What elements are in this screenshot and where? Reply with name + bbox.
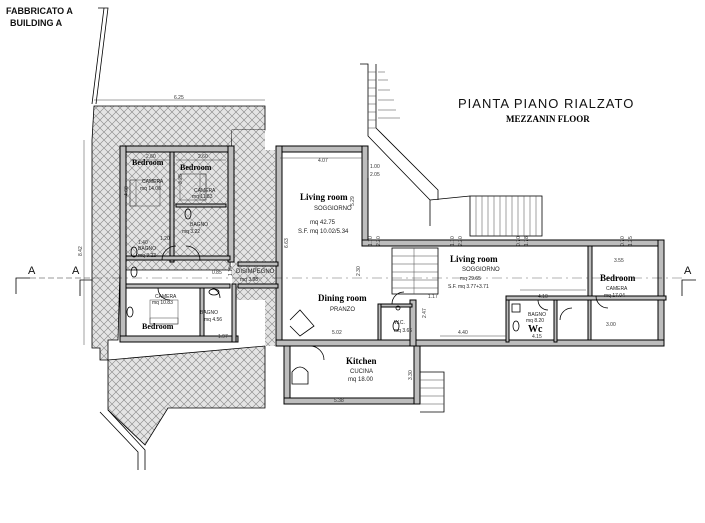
- right-terrace-stairs: [429, 195, 543, 237]
- fixtures: [126, 173, 521, 385]
- dim-label: 3.25: [178, 174, 184, 184]
- dim-label: 1.17: [428, 294, 438, 300]
- room-label-it: CAMERA: [194, 188, 216, 194]
- section-lines: A A A: [15, 265, 696, 296]
- dim-label: 1.78: [524, 236, 530, 246]
- dim-label: 2.05: [370, 172, 380, 178]
- room-area: mq 17.04: [604, 293, 625, 299]
- dim-label: 3.00: [606, 322, 616, 328]
- site-boundary: [91, 7, 146, 470]
- dim-label: 2.20: [376, 236, 382, 246]
- room-area: mq 18.00: [348, 377, 374, 383]
- dim-label: 4.15: [532, 334, 542, 340]
- room-label-it: DISIMPEGNO: [236, 269, 275, 275]
- dim-label: 0.70: [516, 236, 522, 246]
- kitchen-steps: [420, 371, 445, 413]
- room-name: Bedroom: [600, 273, 636, 283]
- room-area: mq 3.98: [240, 277, 258, 283]
- dim-label: 2.47: [422, 308, 428, 318]
- room-label-it: CAMERA: [142, 179, 164, 185]
- dim-label: 1.10: [450, 236, 456, 246]
- room-name: Bedroom: [180, 163, 212, 172]
- room-label-it: BAGNO: [138, 246, 156, 252]
- room-name: Bedroom: [132, 158, 164, 167]
- room-label-it: CAMERA: [155, 294, 177, 300]
- dim-label: 8.42: [78, 246, 84, 256]
- room-name: Living room: [300, 192, 348, 202]
- section-mark-left-2: A: [72, 265, 80, 277]
- room-label-it: SOGGIORNO: [462, 267, 500, 273]
- dim-label: 4.10: [538, 294, 548, 300]
- dim-label: 1.25: [628, 236, 634, 246]
- room-label-it: BAGNO: [528, 312, 546, 318]
- upper-stairs: [360, 63, 439, 226]
- dim-label: 0.85: [212, 270, 222, 276]
- room-name: Kitchen: [346, 356, 377, 366]
- section-mark-right: A: [684, 265, 692, 277]
- dim-label: 4.07: [318, 158, 328, 164]
- dimension-labels: 6.25 2.60 2.60 4.07 1.00 2.05 4.60 3.25 …: [78, 95, 634, 404]
- dim-label: 5.38: [334, 398, 344, 404]
- dim-label: 2.30: [356, 266, 362, 276]
- room-label-it: BAGNO: [200, 310, 218, 316]
- room-surface: S.F. mq 3.77+3.71: [448, 284, 489, 290]
- room-label-it: BAGNO: [190, 222, 208, 228]
- terrace-hatch: [91, 105, 275, 446]
- dim-label: 3.55: [614, 258, 624, 264]
- room-label-it: CAMERA: [606, 286, 628, 292]
- room-label-it: CUCINA: [350, 369, 373, 375]
- dim-label: 6.63: [284, 238, 290, 248]
- dim-label: 5.02: [332, 330, 342, 336]
- room-area: mq 3.66: [394, 328, 412, 334]
- dim-label: 1.97: [218, 334, 228, 340]
- dim-label: 5.29: [350, 196, 356, 206]
- dim-label: 2.20: [458, 236, 464, 246]
- room-area: mq 14.06: [140, 186, 161, 192]
- plan-title-it: PIANTA PIANO RIALZATO: [458, 96, 634, 111]
- dimension-lines: [83, 99, 586, 345]
- dim-label: 4.40: [458, 330, 468, 336]
- dim-label: 1.00: [370, 164, 380, 170]
- room-label-it: SOGGIORNO: [314, 206, 352, 212]
- section-mark-left-1: A: [28, 265, 36, 277]
- walls: [119, 145, 667, 405]
- dim-label: 1.15: [228, 266, 234, 276]
- room-area: mq 3.22: [138, 253, 156, 259]
- dim-label: 2.60: [146, 154, 156, 160]
- building-title-it: FABBRICATO A: [6, 6, 73, 16]
- doors: [157, 245, 609, 361]
- header: FABBRICATO A BUILDING A PIANTA PIANO RIA…: [6, 6, 634, 124]
- room-label-it: PRANZO: [330, 307, 355, 313]
- room-name: Wc: [528, 324, 543, 335]
- room-surface: S.F. mq 10.02/5.34: [298, 229, 349, 235]
- dim-label: 0.70: [620, 236, 626, 246]
- room-area: mq 29.65: [460, 276, 481, 282]
- dim-label: 2.60: [198, 154, 208, 160]
- dim-label: 1.10: [368, 236, 374, 246]
- dim-label: 3.30: [408, 370, 414, 380]
- room-area: mq 4.56: [204, 317, 222, 323]
- dim-label: 4.60: [124, 186, 130, 196]
- building-title-en: BUILDING A: [10, 18, 63, 28]
- room-name: Bedroom: [142, 322, 174, 331]
- room-area: mq 3.22: [182, 229, 200, 235]
- room-area: mq 11.83: [192, 194, 213, 200]
- dim-label: 1.20: [160, 236, 170, 242]
- room-area: mq 10.83: [152, 300, 173, 306]
- room-area: mq 8.20: [526, 318, 544, 324]
- room-name: Living room: [450, 254, 498, 264]
- interior-stairs: [289, 247, 439, 337]
- plan-title-en: MEZZANIN FLOOR: [506, 114, 590, 124]
- room-labels: Bedroom CAMERA mq 14.06 Bedroom CAMERA m…: [132, 158, 636, 383]
- dim-label: 1.40: [138, 240, 148, 246]
- room-label-it: W.C.: [394, 320, 405, 326]
- room-name: Dining room: [318, 293, 367, 303]
- dim-label: 6.25: [174, 95, 184, 101]
- room-area: mq 42.75: [310, 220, 336, 226]
